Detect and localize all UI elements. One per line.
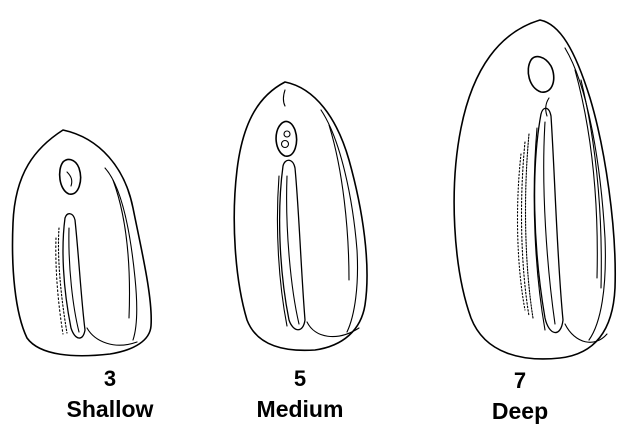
grain-number: 3	[40, 368, 180, 390]
grain-deep-drawing	[445, 18, 620, 363]
grain-label: Shallow	[40, 398, 180, 421]
grain-shallow-svg	[5, 128, 155, 358]
grain-label: Deep	[450, 400, 590, 423]
grain-number: 7	[450, 370, 590, 392]
grain-number: 5	[230, 368, 370, 390]
label-shallow: 3 Shallow	[40, 368, 180, 421]
grain-medium-drawing	[225, 80, 375, 355]
label-deep: 7 Deep	[450, 370, 590, 423]
grain-deep-svg	[445, 18, 620, 363]
grain-medium-svg	[225, 80, 375, 355]
grain-shallow-drawing	[5, 128, 155, 358]
label-medium: 5 Medium	[230, 368, 370, 421]
grain-outline	[234, 82, 367, 350]
grain-label: Medium	[230, 398, 370, 421]
